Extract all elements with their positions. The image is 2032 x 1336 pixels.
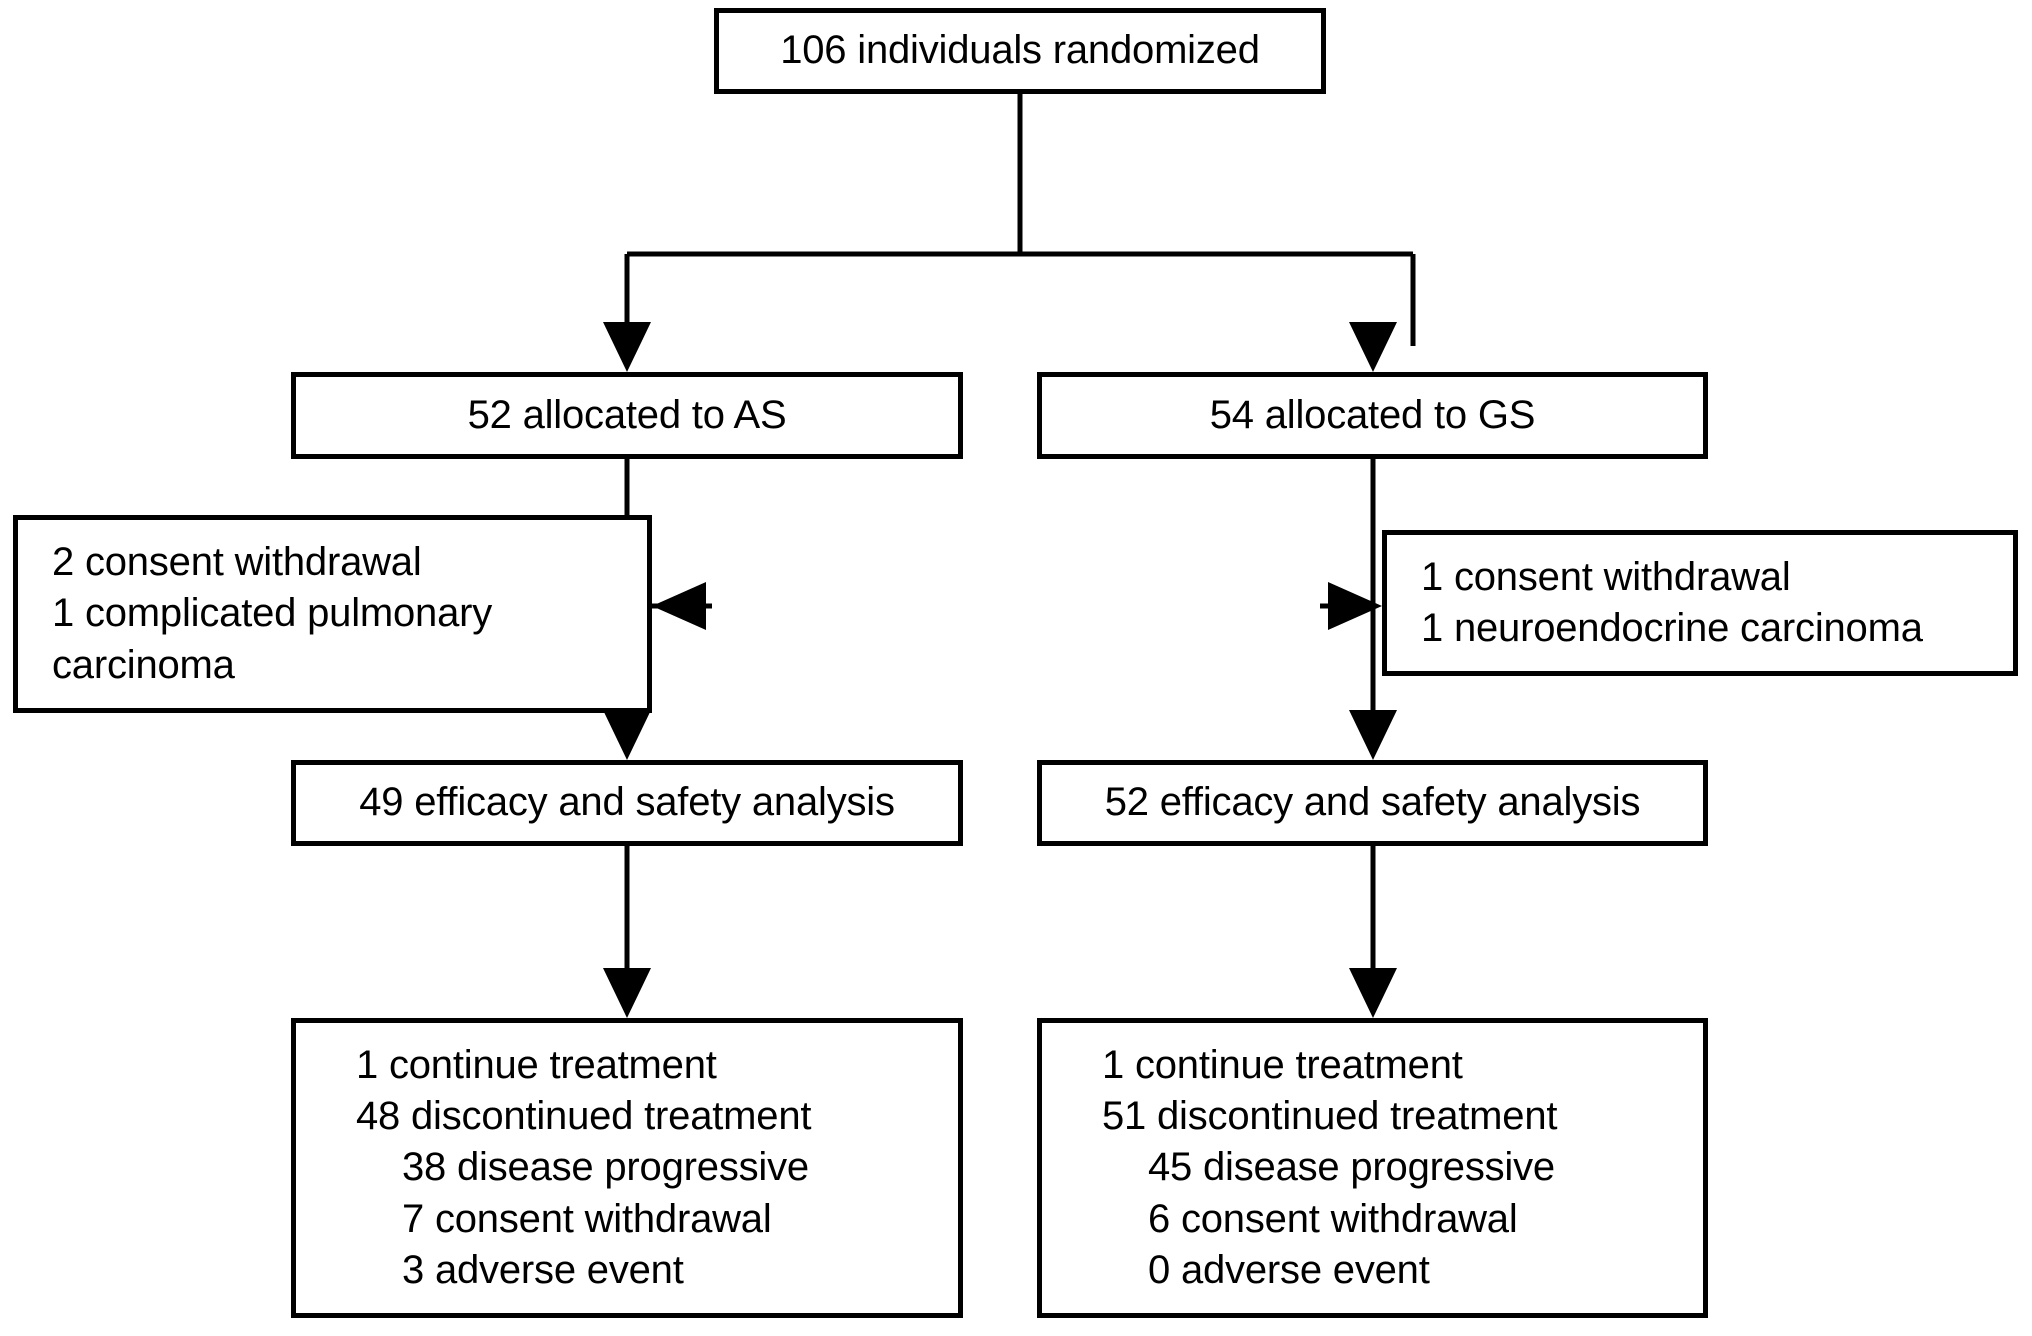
arrowhead-right-excluded-gs (1328, 582, 1382, 630)
node-allocated-gs: 54 allocated to GS (1037, 372, 1708, 459)
node-outcome-gs-line-1: 51 discontinued treatment (1102, 1094, 1558, 1139)
node-outcome-as-line-0: 1 continue treatment (356, 1043, 717, 1088)
node-outcome-gs-line-3: 6 consent withdrawal (1148, 1196, 1518, 1241)
arrowhead-down-analysis-gs (1349, 710, 1397, 760)
node-outcome-as-line-4: 3 adverse event (402, 1247, 684, 1292)
node-outcome-gs-line-2: 45 disease progressive (1148, 1145, 1555, 1190)
node-excluded-as-line-0: 2 consent withdrawal (52, 540, 422, 585)
arrowhead-down-allocated-as (603, 322, 651, 372)
node-outcome-as-line-1: 48 discontinued treatment (356, 1094, 812, 1139)
node-allocated-gs-line-0: 54 allocated to GS (1209, 392, 1536, 437)
node-outcome-gs-line-0: 1 continue treatment (1102, 1043, 1463, 1088)
arrowhead-left-excluded-as (652, 582, 706, 630)
node-outcome-as-line-3: 7 consent withdrawal (402, 1196, 772, 1241)
node-excluded-gs-line-0: 1 consent withdrawal (1421, 554, 1791, 599)
node-outcome-as-line-2: 38 disease progressive (402, 1145, 809, 1190)
node-outcome-gs-line-4: 0 adverse event (1148, 1247, 1430, 1292)
node-randomized-line-0: 106 individuals randomized (780, 28, 1260, 73)
arrowhead-down-allocated-gs (1349, 322, 1397, 372)
node-excluded-gs-line-1: 1 neuroendocrine carcinoma (1421, 606, 1923, 650)
node-excluded-as: 2 consent withdrawal 1 complicated pulmo… (13, 515, 652, 713)
node-allocated-as: 52 allocated to AS (291, 372, 963, 459)
node-excluded-as-line-1: 1 complicated pulmonary carcinoma (52, 591, 503, 687)
node-outcome-gs: 1 continue treatment 51 discontinued tre… (1037, 1018, 1708, 1318)
node-analysis-gs: 52 efficacy and safety analysis (1037, 760, 1708, 846)
node-randomized: 106 individuals randomized (714, 8, 1326, 94)
arrowhead-down-outcome-as (603, 968, 651, 1018)
node-allocated-as-line-0: 52 allocated to AS (467, 392, 787, 437)
node-analysis-as-line-0: 49 efficacy and safety analysis (359, 780, 895, 825)
node-analysis-gs-line-0: 52 efficacy and safety analysis (1104, 780, 1641, 825)
arrowhead-down-outcome-gs (1349, 968, 1397, 1018)
arrowhead-down-analysis-as (603, 710, 651, 760)
node-analysis-as: 49 efficacy and safety analysis (291, 760, 963, 846)
node-excluded-gs: 1 consent withdrawal 1 neuroendocrine ca… (1382, 530, 2018, 676)
node-outcome-as: 1 continue treatment 48 discontinued tre… (291, 1018, 963, 1318)
